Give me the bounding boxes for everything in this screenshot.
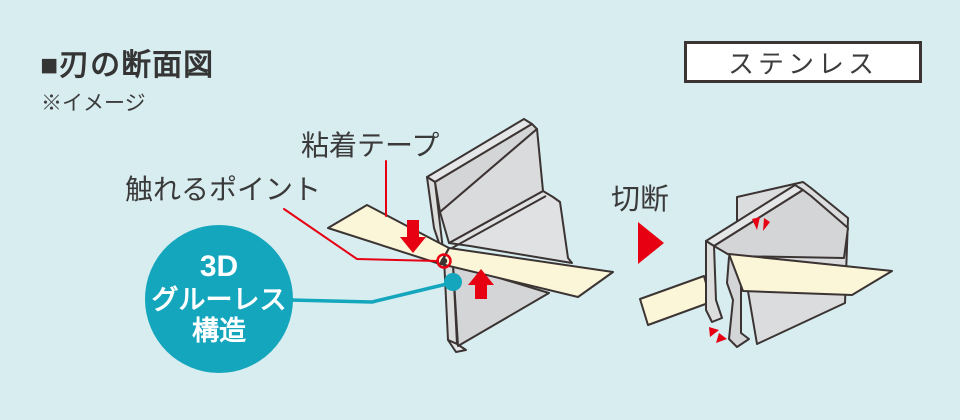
tape-label: 粘着テープ	[301, 130, 440, 161]
cut-arrow-icon	[638, 222, 664, 264]
touch-point-label: 触れるポイント	[125, 174, 322, 205]
right-blade-illustration	[639, 181, 893, 348]
press-down-arrow-icon	[400, 220, 426, 253]
cut-label: 切断	[611, 184, 670, 216]
feature-badge-line3: 構造	[192, 316, 246, 347]
image-note: ※イメージ	[41, 92, 146, 115]
upper-blade-bevel-face	[439, 128, 544, 244]
cut-tape-right-piece	[728, 253, 893, 296]
feature-badge: 3D グルーレス 構造	[145, 225, 293, 373]
page-title: ■刃の断面図	[40, 49, 215, 82]
upper-blade-back-plate	[448, 190, 573, 264]
cut-tape-left-piece	[639, 275, 712, 326]
touch-point-leader-line	[283, 208, 439, 262]
press-up-arrow-icon	[468, 269, 494, 299]
tape-strip-left	[327, 204, 450, 265]
upper-blade-end-face	[705, 240, 723, 323]
impact-marks-icon	[709, 217, 770, 343]
pinch-point-dot	[440, 257, 448, 265]
feature-badge-line2: グルーレス	[151, 285, 287, 316]
feature-badge-line1: 3D	[199, 250, 239, 284]
touch-point-marker-icon	[436, 253, 452, 269]
material-badge: ステンレス	[684, 41, 922, 83]
feature-leader-line	[288, 281, 453, 304]
bevel-edge-line	[451, 195, 547, 249]
glueless-point-marker-icon	[444, 273, 462, 291]
